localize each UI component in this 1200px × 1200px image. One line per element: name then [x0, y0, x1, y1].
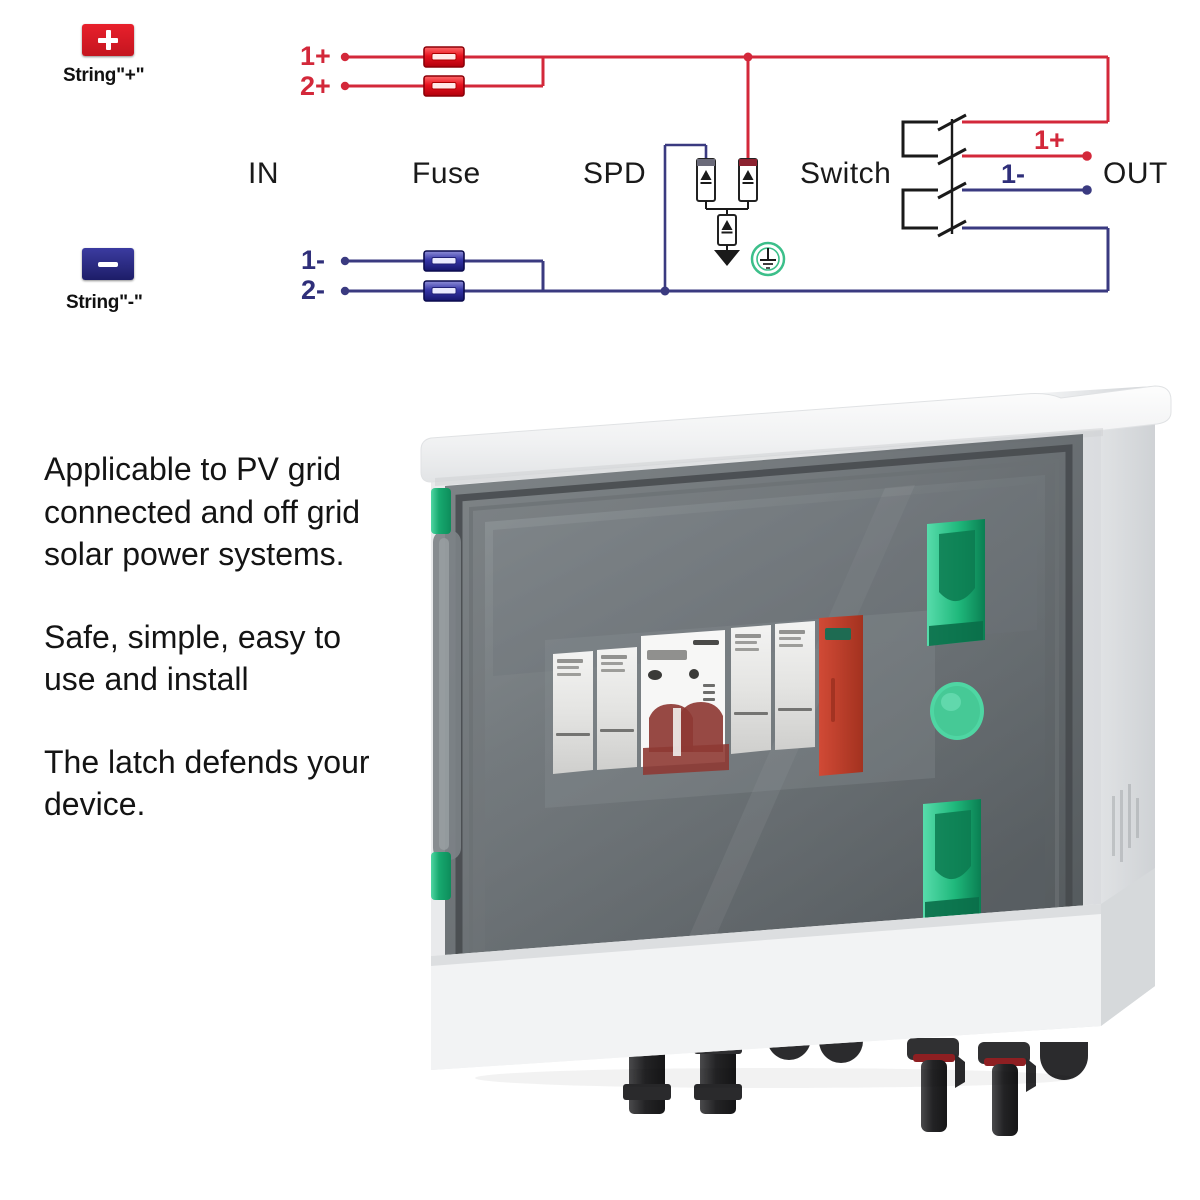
terminal-label-out-1-minus: 1-: [1001, 159, 1026, 189]
breaker-module-2[interactable]: [597, 647, 637, 770]
feature-list: Applicable to PV grid connected and off …: [44, 448, 384, 826]
combiner-box-illustration: [420, 385, 1172, 1136]
side-rating-label: [1112, 784, 1139, 862]
string-negative-caption: String"-": [66, 292, 143, 313]
fuse-symbol-2-minus: [423, 280, 465, 302]
enclosure-lid: [420, 385, 1172, 486]
spd-arrester-negative: [696, 158, 716, 202]
door-clip-top-left[interactable]: [431, 488, 451, 534]
fuse-symbol-2-plus: [423, 75, 465, 97]
minus-glyph: [98, 261, 118, 267]
wiring-diagram: IN Fuse SPD Switch OUT 1+ 2+ 1- 2- 1+ 1-…: [0, 0, 1200, 340]
spd-arrester-ground: [714, 214, 740, 266]
positive-wire-group: [340, 52, 1110, 161]
feature-item-applicable: Applicable to PV grid connected and off …: [44, 451, 361, 573]
earth-ground-icon: [750, 241, 786, 277]
main-breaker-2p[interactable]: [641, 630, 729, 775]
stage-label-switch: Switch: [800, 157, 892, 190]
stage-label-in: IN: [248, 157, 279, 190]
stage-label-spd: SPD: [583, 157, 647, 190]
breaker-module-4[interactable]: [775, 621, 815, 750]
negative-wire-group: [340, 143, 1110, 296]
breaker-module-3[interactable]: [731, 625, 771, 754]
feature-item-latch: The latch defends your device.: [44, 743, 370, 823]
door-clip-bottom-left[interactable]: [431, 852, 451, 900]
terminal-label-in-2-minus: 2-: [301, 275, 326, 305]
spd-arrester-positive: [738, 158, 758, 202]
mc4-connector-1: [907, 1038, 965, 1132]
plus-badge-icon: [82, 24, 134, 56]
wiring-diagram-svg: [340, 46, 1110, 302]
terminal-label-in-1-plus: 1+: [300, 41, 331, 71]
switch-pole-symbol-group: [901, 113, 967, 238]
stage-label-out: OUT: [1103, 157, 1168, 190]
terminal-label-in-2-plus: 2+: [300, 71, 331, 101]
green-latch-top[interactable]: [927, 519, 985, 646]
plus-glyph: [98, 30, 118, 50]
feature-item-safe: Safe, simple, easy to use and install: [44, 618, 342, 698]
spd-module[interactable]: [819, 615, 863, 776]
breaker-module-1[interactable]: [553, 651, 593, 774]
stage-label-fuse: Fuse: [412, 157, 481, 190]
blank-plug-3: [1040, 1042, 1088, 1080]
pv-combiner-box: [415, 378, 1185, 1178]
spd-common-bus: [705, 201, 749, 215]
minus-badge-icon: [82, 248, 134, 280]
string-positive-caption: String"+": [63, 65, 145, 86]
green-latch-bottom[interactable]: [923, 799, 981, 924]
enclosure-bottom-skirt: [431, 868, 1155, 1070]
mc4-connector-2: [978, 1042, 1036, 1136]
terminal-label-out-1-plus: 1+: [1034, 125, 1065, 155]
fuse-symbol-1-plus: [423, 46, 465, 68]
din-rail-breakers: [545, 610, 935, 808]
fuse-symbol-1-minus: [423, 250, 465, 272]
hinge-strip: [433, 530, 461, 860]
terminal-label-in-1-minus: 1-: [301, 245, 326, 275]
green-lock-button[interactable]: [930, 682, 984, 740]
